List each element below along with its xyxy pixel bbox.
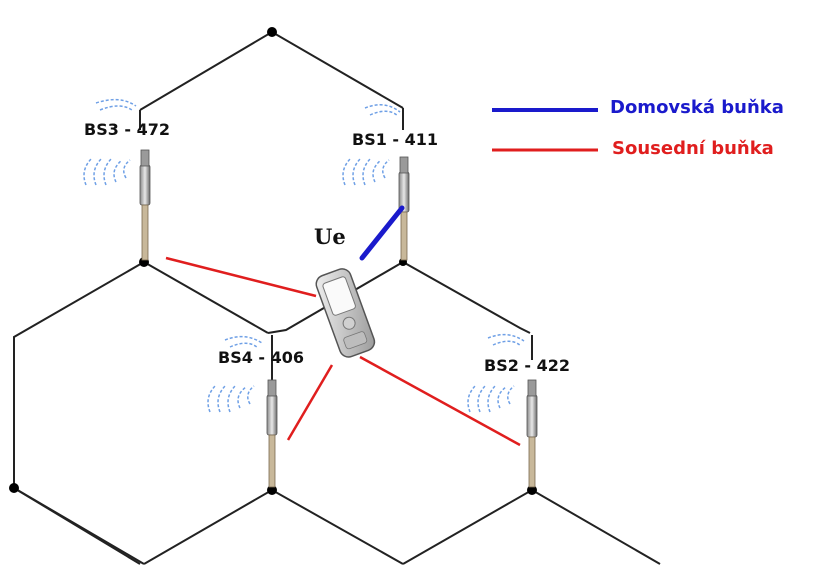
vertex-dot	[527, 485, 537, 495]
link-bs2-ue	[359, 355, 521, 447]
link-bs1-ue	[359, 205, 405, 261]
grid-line	[402, 261, 531, 334]
grid-line	[267, 261, 404, 334]
grid-line	[13, 487, 141, 565]
antennas	[139, 149, 538, 488]
bs2-wave-icon	[467, 333, 525, 413]
bs2-label: BS2 - 422	[484, 356, 571, 375]
bs2-antenna-icon	[526, 379, 538, 488]
ue-label: Ue	[314, 224, 346, 249]
ue-phone-icon	[315, 268, 376, 358]
neighbor-links	[165, 256, 521, 447]
grid-line	[143, 488, 404, 565]
bs3-label: BS3 - 472	[84, 120, 171, 139]
vertex-dot	[267, 485, 277, 495]
link-bs4-ue	[286, 364, 334, 441]
vertex-dot	[267, 27, 277, 37]
bs3-wave-icon	[83, 98, 137, 186]
legend-serving-label: Domovská buňka	[610, 97, 784, 118]
bs1-antenna-icon	[398, 156, 410, 261]
grid-line	[143, 261, 269, 334]
bs3-antenna-icon	[139, 149, 151, 261]
bs1-label: BS1 - 411	[352, 130, 439, 149]
bs1-wave-icon	[342, 104, 401, 186]
grid-line	[13, 261, 145, 565]
bs4-wave-icon	[207, 335, 263, 413]
legend-swatches	[492, 108, 598, 152]
bs4-label: BS4 - 406	[218, 348, 305, 367]
grid-line-top-cell	[139, 30, 404, 111]
legend-neighbor-label: Sousední buňka	[612, 138, 774, 159]
link-bs3-ue	[165, 256, 317, 298]
vertex-dot	[9, 483, 19, 493]
grid-line	[402, 488, 661, 565]
grid-vertices	[9, 27, 537, 495]
bs4-antenna-icon	[266, 379, 278, 488]
signal-waves	[83, 98, 525, 413]
